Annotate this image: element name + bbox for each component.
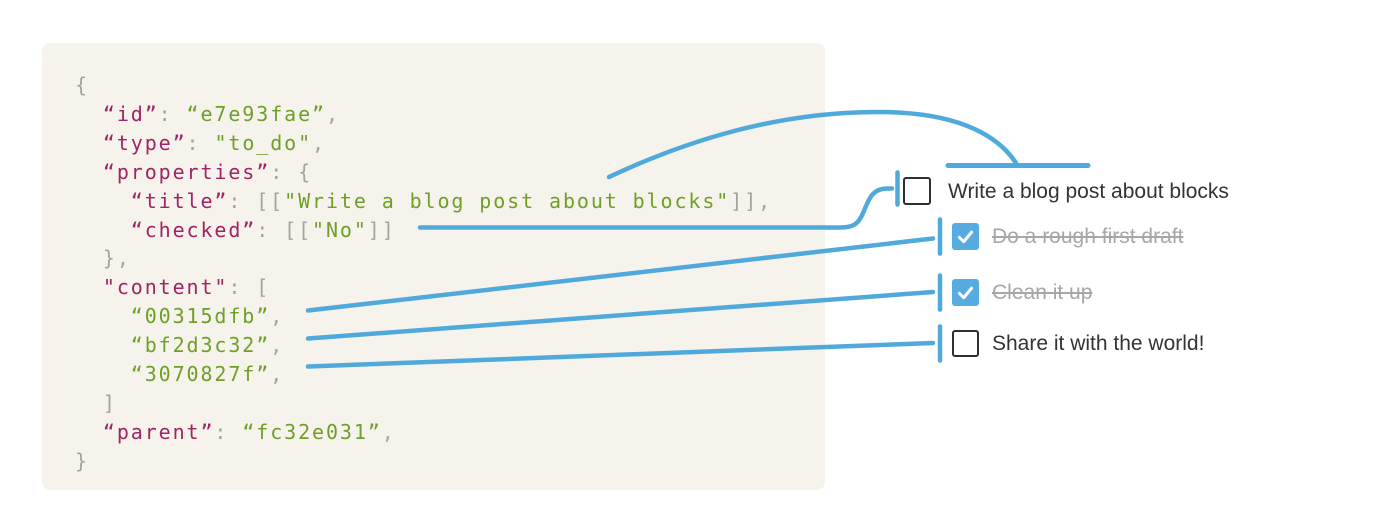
code-line: “parent”: “fc32e031”, bbox=[102, 419, 396, 444]
checkmark-icon bbox=[957, 286, 974, 300]
code-line: } bbox=[75, 448, 89, 473]
code-line: "content": [ bbox=[102, 275, 271, 300]
code-line: “3070827f”, bbox=[130, 362, 285, 387]
todo-label[interactable]: Do a rough first draft bbox=[992, 225, 1184, 248]
code-line: “title”: [["Write a blog post about bloc… bbox=[130, 188, 773, 213]
code-line: “bf2d3c32”, bbox=[130, 333, 285, 358]
todo-item-row: Write a blog post about blocks bbox=[903, 177, 1229, 205]
todo-label[interactable]: Clean it up bbox=[992, 281, 1093, 304]
code-line: { bbox=[75, 73, 89, 97]
code-line: “checked”: [["No"]] bbox=[130, 217, 396, 242]
todo-item-row: Share it with the world! bbox=[952, 330, 1204, 357]
json-code: { “id”: “e7e93fae”, “type”: "to_do", “pr… bbox=[42, 43, 825, 476]
todo-label[interactable]: Write a blog post about blocks bbox=[948, 179, 1229, 203]
json-code-panel: { “id”: “e7e93fae”, “type”: "to_do", “pr… bbox=[42, 43, 825, 490]
todo-label[interactable]: Share it with the world! bbox=[992, 332, 1205, 355]
code-line: “properties”: { bbox=[102, 159, 313, 184]
code-line: “id”: “e7e93fae”, bbox=[102, 101, 340, 126]
todo-checkbox[interactable] bbox=[952, 330, 979, 357]
todo-item-row: Clean it up bbox=[952, 279, 1092, 306]
code-line: }, bbox=[75, 246, 131, 271]
todo-checkbox[interactable] bbox=[903, 177, 931, 205]
code-line: ] bbox=[75, 390, 117, 415]
code-line: “00315dfb”, bbox=[130, 304, 285, 329]
code-line: “type”: "to_do", bbox=[102, 130, 326, 155]
todo-checkbox[interactable] bbox=[952, 223, 979, 250]
todo-item-row: Do a rough first draft bbox=[952, 223, 1183, 250]
todo-checkbox[interactable] bbox=[952, 279, 979, 306]
checkmark-icon bbox=[957, 230, 974, 244]
